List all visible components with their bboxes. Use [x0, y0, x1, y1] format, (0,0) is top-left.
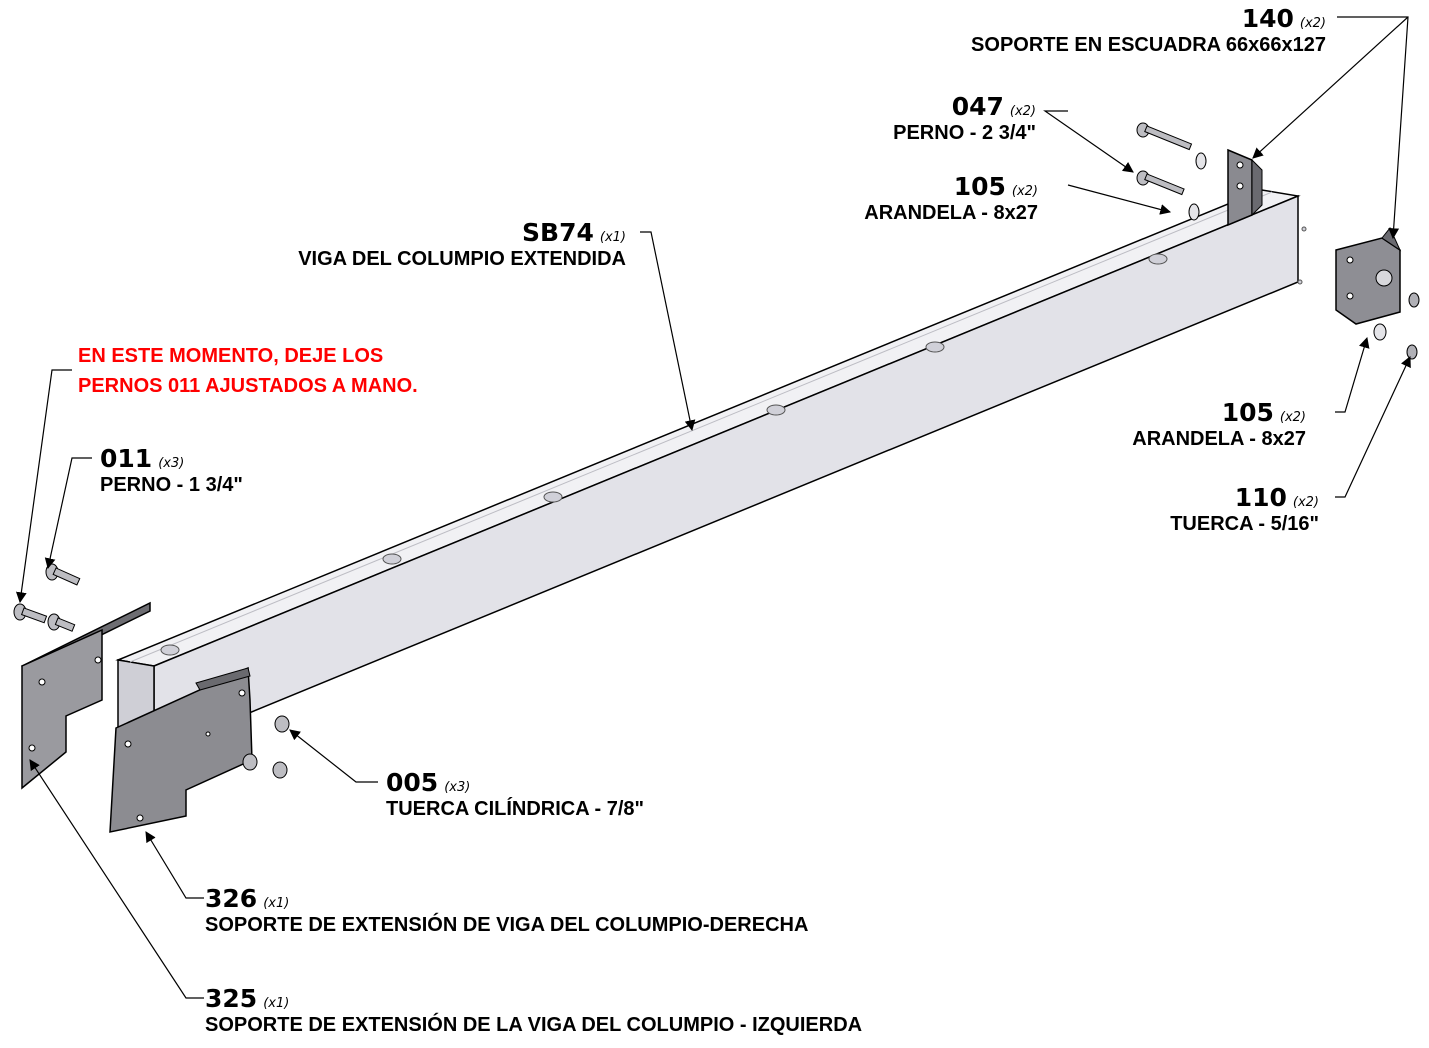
part-number: 047	[951, 92, 1004, 121]
callout-105-top: 105 (x2) ARANDELA - 8x27	[864, 172, 1038, 225]
callout-sb74: SB74 (x1) VIGA DEL COLUMPIO EXTENDIDA	[298, 218, 626, 271]
warning-line-2: PERNOS 011 AJUSTADOS A MANO.	[78, 375, 418, 397]
quantity: (x2)	[1011, 184, 1038, 199]
part-number: SB74	[522, 218, 594, 247]
part-description: VIGA DEL COLUMPIO EXTENDIDA	[298, 248, 626, 270]
part-description: PERNO - 2 3/4"	[893, 122, 1036, 144]
callout-140: 140 (x2) SOPORTE EN ESCUADRA 66x66x127	[971, 4, 1326, 57]
quantity: (x3)	[158, 456, 185, 471]
part-description: TUERCA - 5/16"	[1170, 513, 1319, 535]
quantity: (x3)	[444, 780, 471, 795]
bracket-326	[109, 666, 253, 833]
swing-beam	[115, 189, 1307, 754]
angle-brackets-140	[1227, 148, 1402, 325]
warning-note: EN ESTE MOMENTO, DEJE LOS PERNOS 011 AJU…	[78, 341, 418, 401]
callout-047: 047 (x2) PERNO - 2 3/4"	[893, 92, 1036, 145]
part-number: 326	[205, 884, 258, 913]
callout-326: 326 (x1) SOPORTE DE EXTENSIÓN DE VIGA DEL…	[205, 884, 808, 937]
part-description: ARANDELA - 8x27	[864, 202, 1038, 224]
part-number: 105	[953, 172, 1006, 201]
leader-lines	[15, 16, 1411, 999]
quantity: (x2)	[1009, 104, 1036, 119]
quantity: (x1)	[263, 996, 290, 1011]
quantity: (x1)	[263, 896, 290, 911]
part-number: 005	[386, 768, 439, 797]
part-description: SOPORTE EN ESCUADRA 66x66x127	[971, 34, 1326, 56]
quantity: (x2)	[1299, 16, 1326, 31]
part-number: 325	[205, 984, 258, 1013]
part-number: 140	[1241, 4, 1294, 33]
bolts-011	[13, 563, 81, 632]
part-description: PERNO - 1 3/4"	[100, 474, 243, 496]
part-description: SOPORTE DE EXTENSIÓN DE VIGA DEL COLUMPI…	[205, 914, 809, 936]
callout-011: 011 (x3) PERNO - 1 3/4"	[100, 444, 243, 497]
part-number: 011	[100, 444, 153, 473]
warning-line-1: EN ESTE MOMENTO, DEJE LOS	[78, 345, 384, 367]
bolts-047	[1136, 122, 1193, 196]
callout-325: 325 (x1) SOPORTE DE EXTENSIÓN DE LA VIGA …	[205, 984, 862, 1037]
nuts-110	[1406, 292, 1420, 360]
part-description: SOPORTE DE EXTENSIÓN DE LA VIGA DEL COLU…	[205, 1014, 863, 1036]
part-description: TUERCA CILÍNDRICA - 7/8"	[386, 798, 645, 820]
callout-005: 005 (x3) TUERCA CILÍNDRICA - 7/8"	[386, 768, 644, 821]
part-number: 105	[1221, 398, 1274, 427]
washers-105	[1188, 152, 1387, 341]
quantity: (x2)	[1292, 495, 1319, 510]
part-description: ARANDELA - 8x27	[1132, 428, 1306, 450]
part-number: 110	[1234, 483, 1287, 512]
beam-holes	[160, 226, 1307, 656]
bracket-325	[20, 601, 151, 790]
quantity: (x2)	[1279, 410, 1306, 425]
callout-105-bottom: 105 (x2) ARANDELA - 8x27	[1132, 398, 1306, 451]
quantity: (x1)	[599, 230, 626, 245]
cap-nuts-005	[242, 715, 290, 779]
callout-110: 110 (x2) TUERCA - 5/16"	[1170, 483, 1319, 536]
